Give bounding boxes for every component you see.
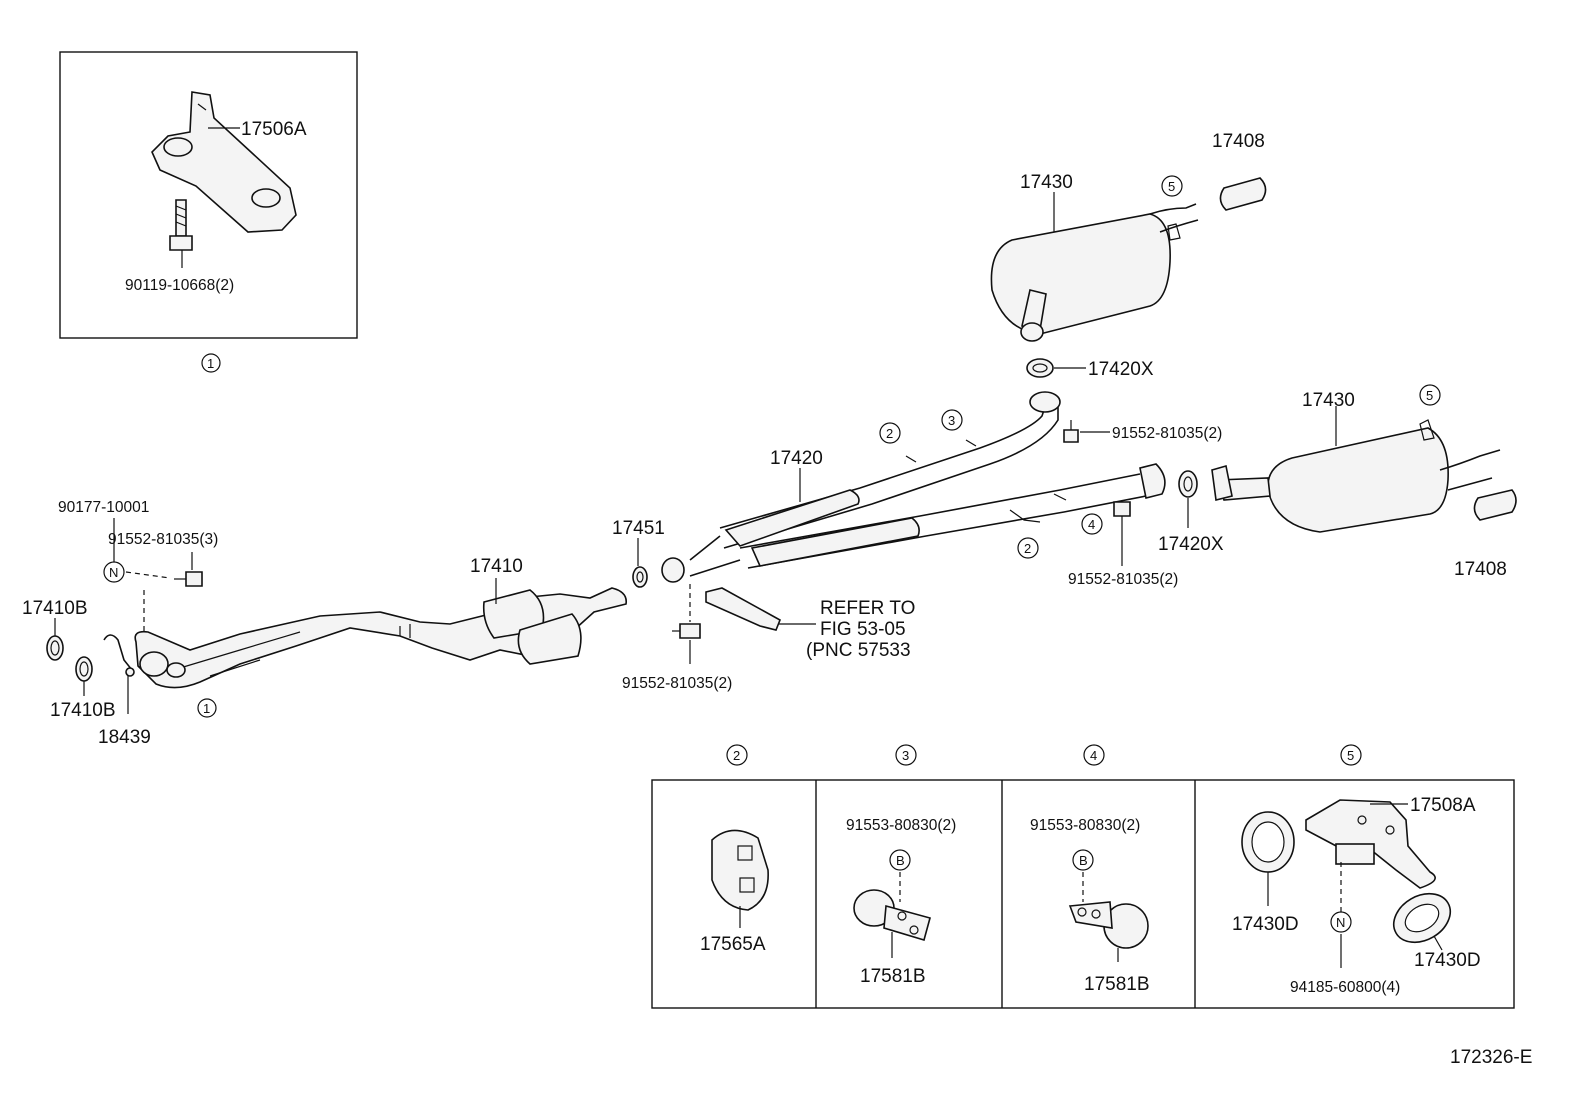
gasket-17410b-a bbox=[46, 635, 64, 661]
ref-circle-5-right bbox=[1419, 384, 1441, 406]
ref-circle-2-a bbox=[879, 422, 901, 444]
label-91552-lower-right: 91552-81035(2) bbox=[1068, 571, 1178, 588]
label-91553-b: 91553-80830(2) bbox=[1030, 817, 1140, 834]
clamp-17581b-b-drawing bbox=[1068, 901, 1149, 949]
cushion-17430d-a-drawing bbox=[1241, 811, 1295, 873]
ref-circle-4-a bbox=[1081, 513, 1103, 535]
refer-line-3: (PNC 57533 bbox=[806, 640, 911, 661]
nut-n-detail: N bbox=[1336, 915, 1345, 930]
label-17410b-b: 17410B bbox=[50, 700, 116, 721]
inset-1: 17506A 90119-10668(2) 1 bbox=[59, 51, 358, 373]
hanger-17565a-drawing bbox=[711, 829, 769, 911]
muffler-right bbox=[1211, 419, 1501, 533]
label-17451: 17451 bbox=[612, 518, 665, 539]
bracket-17506a-drawing bbox=[151, 91, 297, 233]
ref-circle-2-b bbox=[1017, 537, 1039, 559]
bolt-91552-lower-right bbox=[1113, 501, 1131, 517]
inset-1-frame bbox=[59, 51, 358, 339]
ref-circle-3-a bbox=[941, 409, 963, 431]
detail-ref-2: 2 bbox=[733, 748, 740, 763]
bolt-b-a: B bbox=[896, 853, 905, 868]
support-bracket-57533 bbox=[705, 587, 782, 631]
ref-circle-1-inset bbox=[201, 353, 221, 373]
bolt-91552-lower-left bbox=[672, 623, 701, 639]
ref-3-a: 3 bbox=[948, 413, 955, 428]
bolt-b-circle-b bbox=[1072, 849, 1094, 871]
clamp-17581b-a-drawing bbox=[853, 889, 931, 942]
label-17408-right: 17408 bbox=[1454, 559, 1507, 580]
label-17420: 17420 bbox=[770, 448, 823, 469]
detail-ref-4: 4 bbox=[1090, 748, 1097, 763]
detail-box: 2 3 4 5 17565A 91553-80830(2) B 17581B 9… bbox=[651, 744, 1515, 1009]
label-17410: 17410 bbox=[470, 556, 523, 577]
ref-1-pipe: 1 bbox=[203, 701, 210, 716]
nut-n-label: N bbox=[109, 565, 118, 580]
detail-ref-circle-5 bbox=[1340, 744, 1362, 766]
detail-ref-circle-4 bbox=[1083, 744, 1105, 766]
detail-ref-circle-2 bbox=[726, 744, 748, 766]
detail-box-frame bbox=[651, 779, 1515, 1009]
bolt-b-circle-a bbox=[889, 849, 911, 871]
label-17420x-right: 17420X bbox=[1158, 534, 1224, 555]
bolt-90119-drawing bbox=[169, 199, 193, 251]
label-90177: 90177-10001 bbox=[58, 499, 149, 516]
ref-4-a: 4 bbox=[1088, 517, 1095, 532]
diagram-id: 172326-E bbox=[1450, 1047, 1532, 1068]
nut-n-circle bbox=[103, 561, 125, 583]
gasket-17420x-upper bbox=[1026, 358, 1054, 378]
label-17506a: 17506A bbox=[241, 119, 307, 140]
label-17581b-a: 17581B bbox=[860, 966, 926, 987]
label-91553-a: 91553-80830(2) bbox=[846, 817, 956, 834]
label-91552-lower-left: 91552-81035(2) bbox=[622, 675, 732, 692]
center-pipe-17420 bbox=[661, 391, 1166, 583]
gasket-17451 bbox=[632, 566, 648, 588]
ref-2-b: 2 bbox=[1024, 541, 1031, 556]
refer-line-1: REFER TO bbox=[820, 598, 915, 619]
bolt-b-b: B bbox=[1079, 853, 1088, 868]
ref-5-upper: 5 bbox=[1168, 179, 1175, 194]
gasket-17410b-b bbox=[75, 656, 93, 682]
label-17420x-upper: 17420X bbox=[1088, 359, 1154, 380]
label-17410b-a: 17410B bbox=[22, 598, 88, 619]
front-pipe-17410 bbox=[134, 587, 628, 689]
label-17508a: 17508A bbox=[1410, 795, 1476, 816]
muffler-upper bbox=[990, 203, 1199, 342]
label-94185: 94185-60800(4) bbox=[1290, 979, 1400, 996]
ref-circle-5-upper bbox=[1161, 175, 1183, 197]
detail-ref-5: 5 bbox=[1347, 748, 1354, 763]
ref-circle-1-pipe bbox=[197, 698, 217, 718]
ref-2-a: 2 bbox=[886, 426, 893, 441]
label-91552-upper: 91552-81035(2) bbox=[1112, 425, 1222, 442]
bolt-91552-3 bbox=[174, 571, 203, 587]
refer-line-2: FIG 53-05 bbox=[820, 619, 906, 640]
ref-1-inset: 1 bbox=[207, 356, 214, 371]
nut-n-circle-detail bbox=[1330, 911, 1352, 933]
ref-5-right: 5 bbox=[1426, 388, 1433, 403]
detail-ref-3: 3 bbox=[902, 748, 909, 763]
part-18439 bbox=[103, 634, 135, 677]
bolt-91552-upper bbox=[1063, 420, 1079, 443]
detail-ref-circle-3 bbox=[895, 744, 917, 766]
label-17408-upper: 17408 bbox=[1212, 131, 1265, 152]
tail-tip-upper bbox=[1219, 177, 1267, 211]
label-90119: 90119-10668(2) bbox=[125, 277, 234, 294]
label-17565a: 17565A bbox=[700, 934, 766, 955]
tail-tip-right bbox=[1473, 489, 1517, 521]
label-17430d-a: 17430D bbox=[1232, 914, 1299, 935]
label-91552-3: 91552-81035(3) bbox=[108, 531, 218, 548]
gasket-17420x-right bbox=[1178, 470, 1198, 498]
label-17430-right: 17430 bbox=[1302, 390, 1355, 411]
label-18439: 18439 bbox=[98, 727, 151, 748]
label-17430d-b: 17430D bbox=[1414, 950, 1481, 971]
cushion-17430d-b-drawing bbox=[1392, 892, 1452, 944]
label-17581b-b: 17581B bbox=[1084, 974, 1150, 995]
label-17430-upper: 17430 bbox=[1020, 172, 1073, 193]
bracket-17508a-drawing bbox=[1305, 799, 1436, 889]
